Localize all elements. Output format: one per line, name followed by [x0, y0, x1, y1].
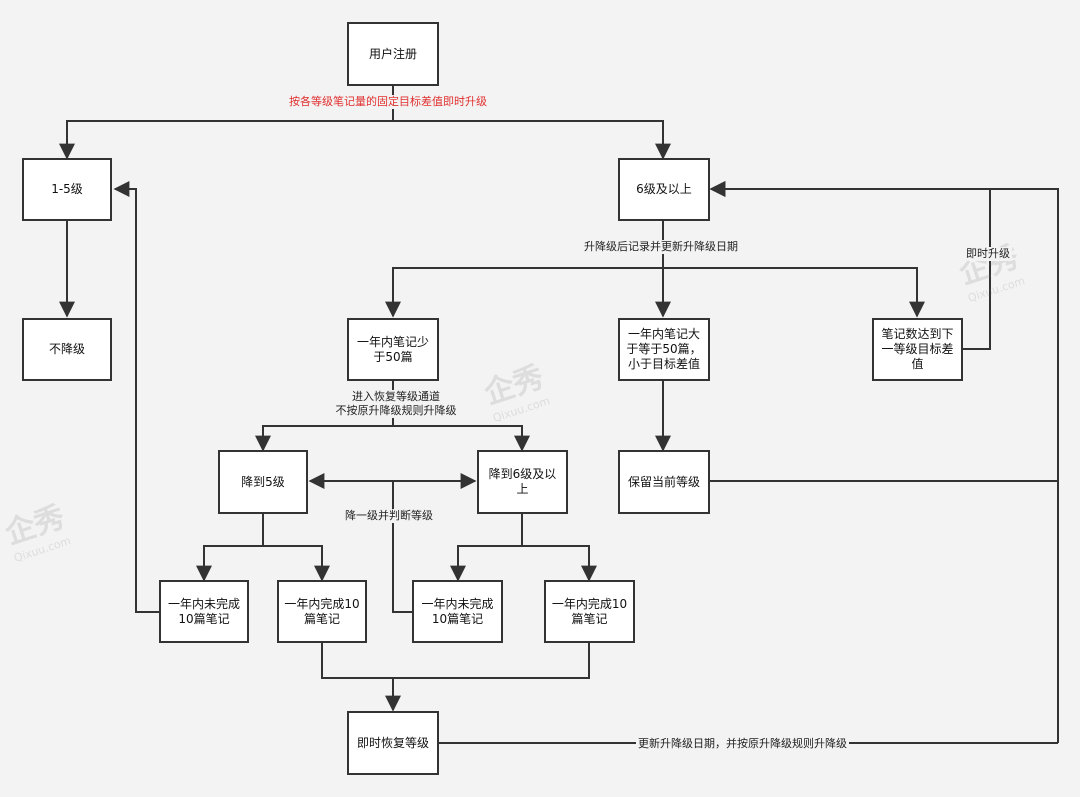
edge-lv6-reach [663, 267, 925, 318]
edge-to5-l1 [196, 545, 263, 582]
edge-lnotdone-lv1_5 [113, 181, 160, 613]
edge-rnotdone-back [392, 481, 413, 613]
label-record-date: 升降级后记录并更新升降级日期 [582, 240, 740, 254]
edge-less50-to6 [393, 425, 530, 452]
node-restore-level: 即时恢复等级 [347, 711, 439, 775]
node-right-not-done: 一年内未完成10篇笔记 [412, 580, 503, 643]
node-left-not-done: 一年内未完成10篇笔记 [159, 580, 249, 643]
node-reach-next-level: 笔记数达到下一等级目标差值 [872, 318, 963, 381]
edge-split-lv6up [393, 120, 671, 160]
node-down-to-5: 降到5级 [218, 450, 308, 514]
edge-split-lv1_5 [59, 120, 393, 160]
edge-to6-r1 [450, 545, 522, 582]
edge-rdone-merge [393, 643, 590, 679]
node-right-done: 一年内完成10篇笔记 [544, 580, 635, 643]
edge-ldone-merge [321, 643, 393, 679]
node-level-1-5: 1-5级 [22, 158, 112, 221]
edge-rail-lv6 [709, 181, 1059, 743]
node-keep-level: 保留当前等级 [618, 450, 710, 514]
label-recovery-channel: 进入恢复等级通道 不按原升降级规则升降级 [328, 390, 464, 418]
node-register: 用户注册 [347, 22, 439, 86]
edge-to5-l2 [263, 545, 330, 582]
edge-to6-r2 [522, 545, 597, 582]
edge-lv6-less50 [385, 267, 663, 318]
label-update-date: 更新升降级日期，并按原升降级规则升降级 [636, 737, 849, 751]
edge-less50-to5 [255, 425, 393, 452]
node-no-downgrade: 不降级 [22, 318, 112, 381]
node-level-6-up: 6级及以上 [618, 158, 710, 221]
node-gte-50: 一年内笔记大于等于50篇，小于目标差值 [618, 318, 710, 381]
label-down-one-judge: 降一级并判断等级 [343, 509, 435, 523]
node-down-to-6-up: 降到6级及以上 [477, 450, 568, 514]
label-instant-up: 即时升级 [964, 247, 1012, 261]
node-left-done: 一年内完成10篇笔记 [277, 580, 367, 643]
node-less-than-50: 一年内笔记少于50篇 [347, 318, 439, 381]
label-instant-by-target: 按各等级笔记量的固定目标差值即时升级 [287, 95, 489, 109]
